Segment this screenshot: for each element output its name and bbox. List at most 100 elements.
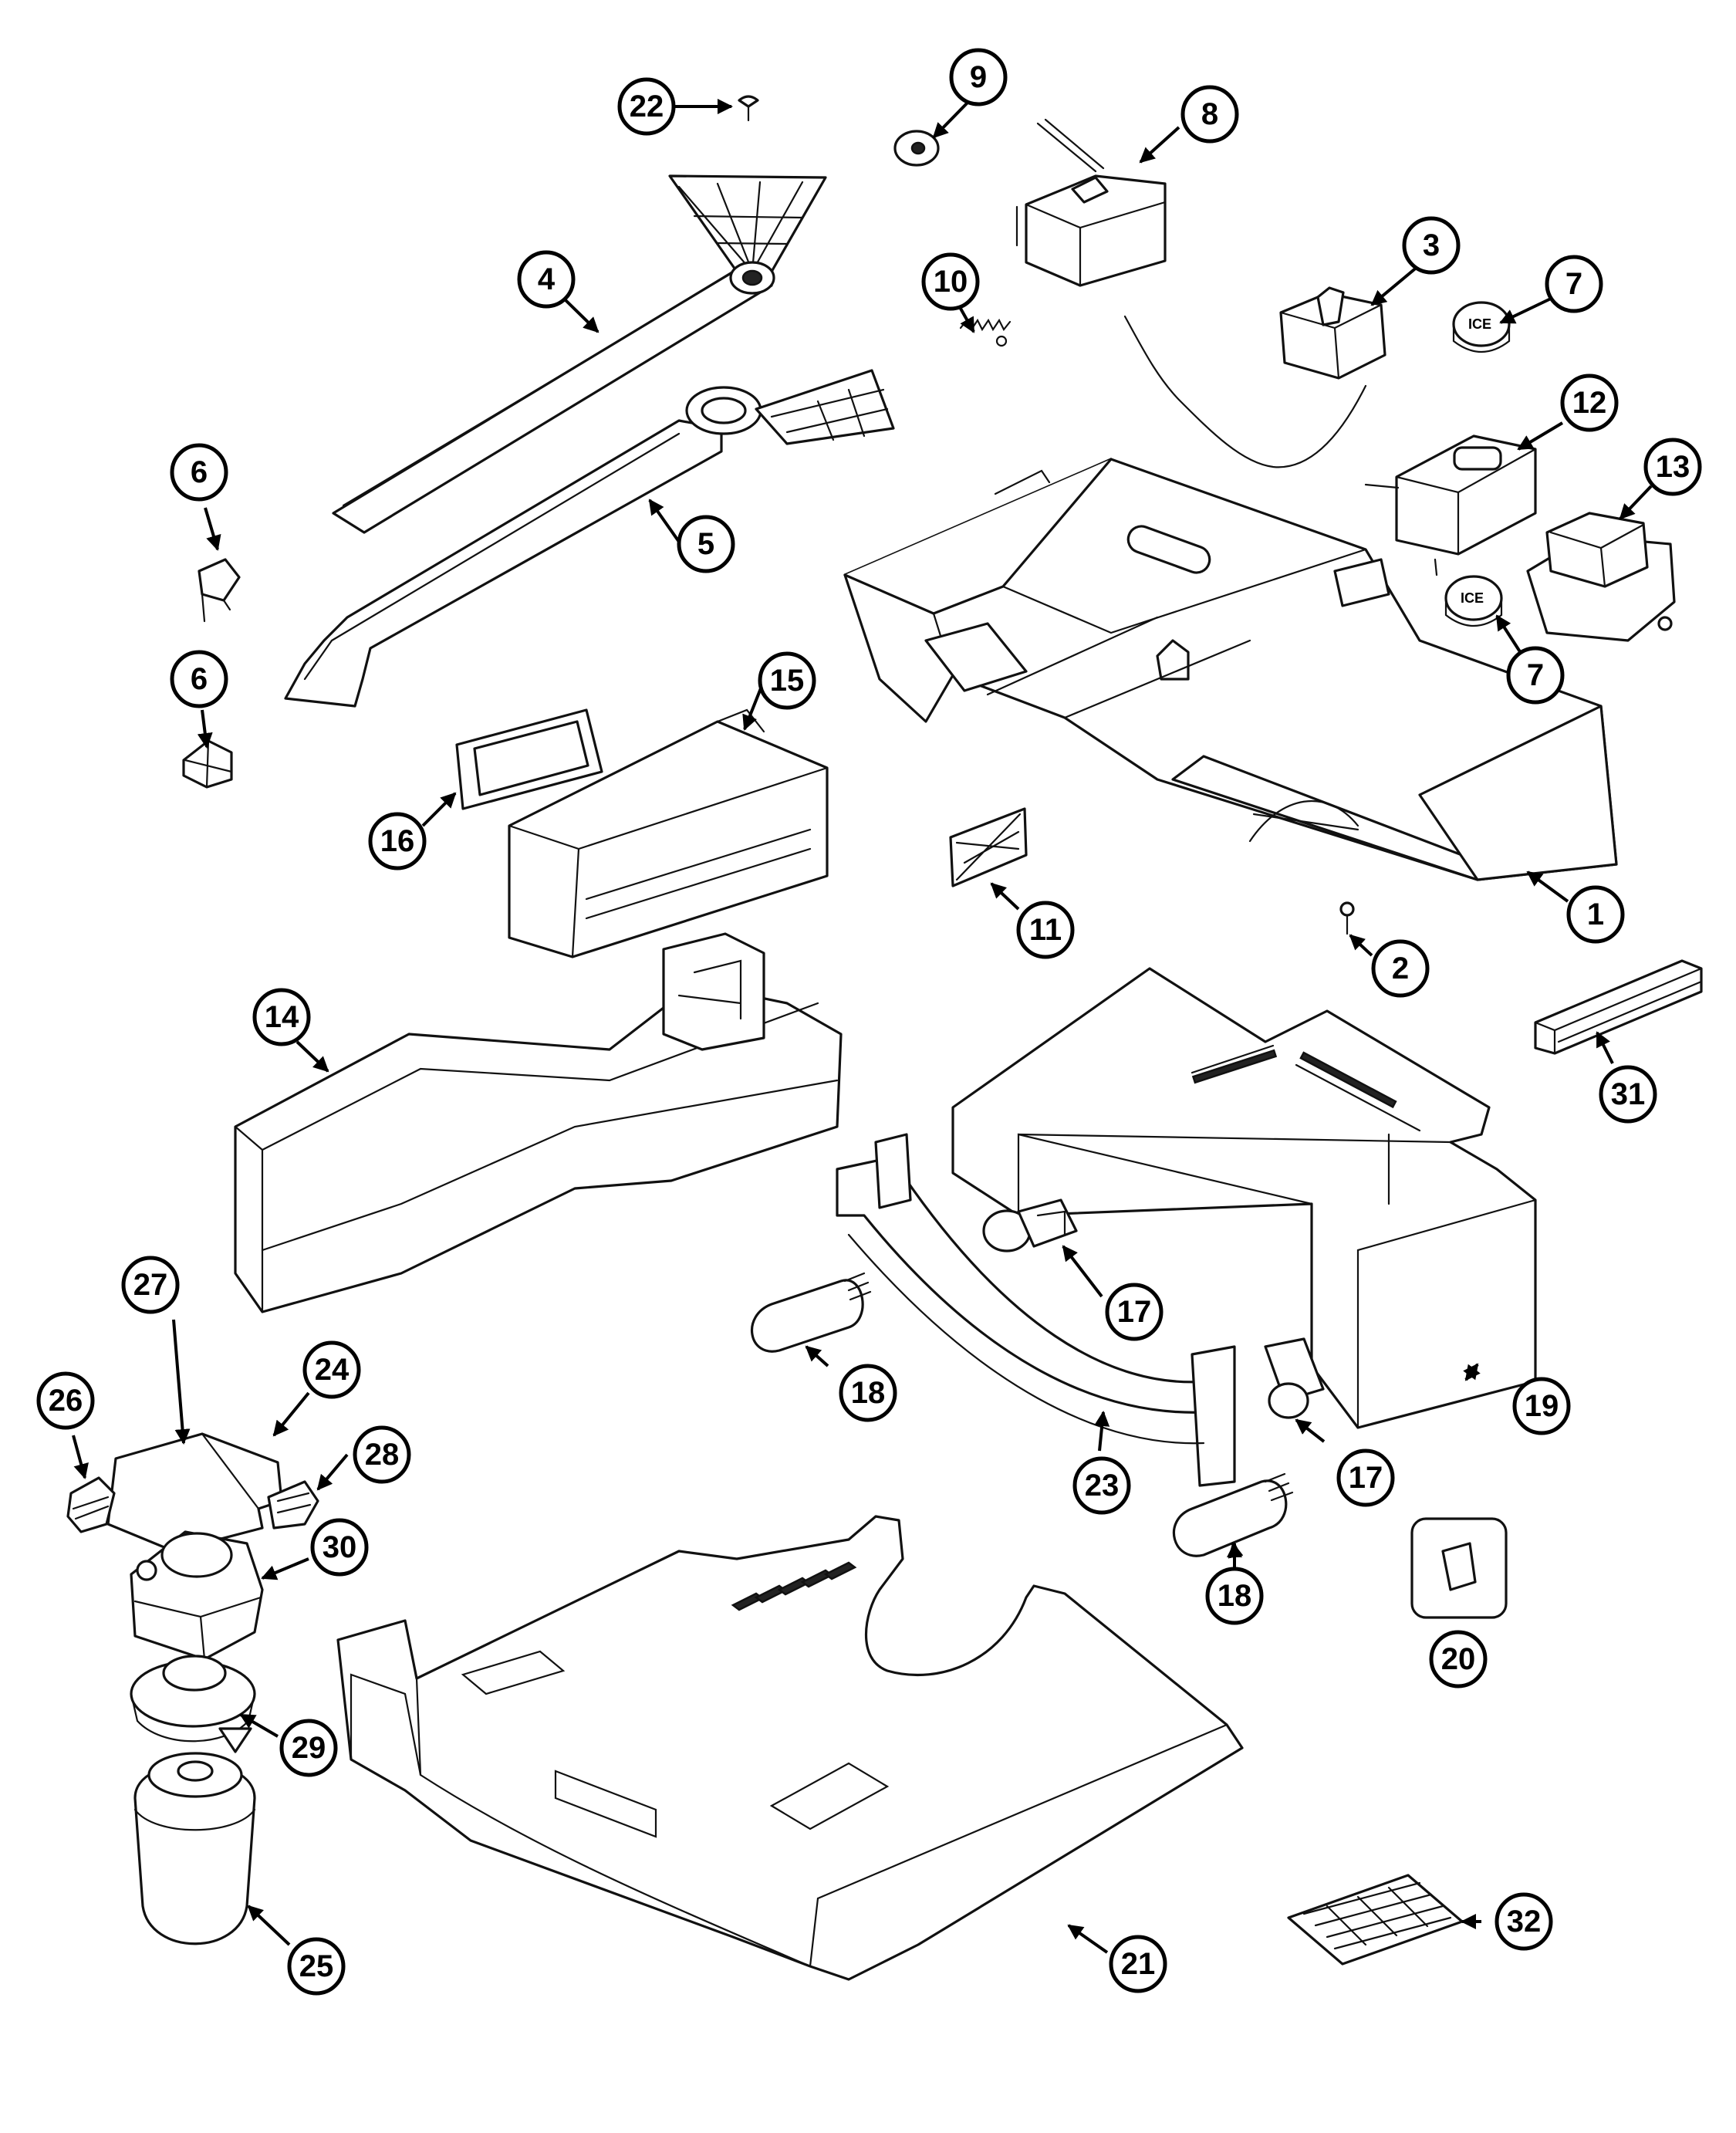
- svg-text:22: 22: [630, 90, 664, 123]
- callout-8: 8: [1180, 85, 1239, 144]
- svg-text:18: 18: [851, 1376, 886, 1410]
- part-31-trim-strip: [1534, 959, 1703, 1055]
- callout-6b: 6: [170, 650, 228, 708]
- callout-14: 14: [252, 988, 311, 1046]
- callout-1: 1: [1566, 885, 1625, 944]
- callout-17a: 17: [1105, 1283, 1164, 1341]
- part-24-bracket: [106, 1432, 283, 1553]
- callout-9: 9: [949, 48, 1008, 106]
- part-14-chute: [234, 932, 843, 1313]
- callout-23: 23: [1072, 1456, 1131, 1515]
- svg-text:16: 16: [380, 824, 415, 858]
- callout-2: 2: [1371, 939, 1430, 998]
- part-20-switch: [1410, 1517, 1508, 1619]
- svg-text:14: 14: [265, 1000, 299, 1034]
- callout-7a: 7: [1545, 255, 1603, 313]
- svg-text:2: 2: [1392, 952, 1409, 985]
- part-15-duct: [508, 708, 829, 958]
- callout-11: 11: [1016, 901, 1075, 959]
- callout-22: 22: [617, 77, 676, 136]
- part-26-fitting: [66, 1476, 116, 1533]
- callout-6a: 6: [170, 443, 228, 502]
- svg-text:ICE: ICE: [1468, 316, 1491, 332]
- svg-text:27: 27: [133, 1268, 168, 1302]
- part-3-control-thermostat: [1123, 286, 1386, 468]
- svg-text:6: 6: [191, 455, 208, 489]
- svg-text:ICE: ICE: [1461, 590, 1484, 606]
- svg-text:15: 15: [770, 664, 805, 698]
- svg-text:12: 12: [1572, 386, 1607, 420]
- part-25-filter-canister: [133, 1752, 256, 1945]
- part-16-frame: [455, 708, 603, 810]
- part-5-lever-arm: [284, 369, 895, 708]
- callout-7b: 7: [1506, 646, 1565, 705]
- svg-text:7: 7: [1527, 658, 1544, 692]
- callout-18a: 18: [839, 1364, 897, 1422]
- part-32-drip-grille: [1287, 1874, 1464, 1966]
- part-11-filter: [949, 807, 1028, 887]
- part-17-lamp-socket-a: [982, 1198, 1078, 1252]
- part-21-base-tray: [336, 1515, 1244, 1981]
- callout-25: 25: [287, 1937, 346, 1996]
- callout-28: 28: [353, 1425, 411, 1484]
- svg-text:10: 10: [934, 265, 968, 299]
- callout-18b: 18: [1205, 1567, 1264, 1625]
- svg-text:31: 31: [1611, 1077, 1646, 1111]
- callout-24: 24: [302, 1340, 361, 1399]
- part-1-dispenser-housing: [843, 458, 1618, 881]
- svg-text:19: 19: [1525, 1389, 1559, 1423]
- part-17-lamp-socket-b: [1264, 1337, 1325, 1419]
- svg-text:8: 8: [1201, 97, 1218, 131]
- svg-text:1: 1: [1587, 897, 1604, 931]
- svg-text:17: 17: [1117, 1295, 1152, 1329]
- svg-text:7: 7: [1565, 267, 1582, 301]
- callout-12: 12: [1560, 374, 1619, 432]
- part-29-filter-cap: [130, 1655, 256, 1753]
- callout-17b: 17: [1336, 1448, 1395, 1507]
- svg-text:17: 17: [1349, 1461, 1383, 1495]
- svg-text:4: 4: [538, 262, 556, 296]
- part-13-motor: [1526, 512, 1676, 642]
- callout-5: 5: [677, 515, 735, 573]
- svg-text:3: 3: [1423, 228, 1440, 262]
- svg-text:26: 26: [49, 1384, 83, 1418]
- svg-text:29: 29: [292, 1731, 326, 1765]
- part-18-bulb-a: [750, 1272, 872, 1353]
- callout-31: 31: [1599, 1065, 1657, 1124]
- part-23-trim-frame: [836, 1133, 1236, 1487]
- svg-text:30: 30: [323, 1530, 357, 1564]
- part-30-filter-head: [130, 1530, 264, 1661]
- part-19-front-housing: [951, 967, 1537, 1429]
- callout-29: 29: [279, 1719, 338, 1777]
- svg-text:23: 23: [1085, 1469, 1120, 1503]
- svg-text:32: 32: [1507, 1905, 1542, 1939]
- callout-30: 30: [310, 1518, 369, 1577]
- svg-text:11: 11: [1029, 913, 1062, 947]
- callout-4: 4: [517, 250, 576, 309]
- part-9-grommet: [893, 130, 940, 167]
- part-6-clip-b: [182, 739, 233, 789]
- svg-text:18: 18: [1218, 1579, 1252, 1613]
- part-7-knob-a: ICE: [1452, 301, 1511, 353]
- part-6-clip-a: [198, 558, 241, 623]
- svg-text:9: 9: [970, 60, 987, 94]
- svg-text:28: 28: [365, 1438, 400, 1472]
- part-8-relay-box: [1015, 118, 1167, 287]
- part-7-knob-b: ICE: [1444, 575, 1503, 627]
- svg-text:21: 21: [1121, 1947, 1156, 1981]
- svg-text:25: 25: [299, 1949, 334, 1983]
- callout-27: 27: [121, 1256, 180, 1314]
- callout-16: 16: [368, 812, 427, 870]
- callout-19: 19: [1512, 1377, 1571, 1435]
- callout-32: 32: [1495, 1892, 1553, 1951]
- callout-21: 21: [1109, 1935, 1167, 1993]
- svg-text:13: 13: [1656, 450, 1690, 484]
- part-4-lever-arm: [332, 174, 827, 534]
- svg-text:24: 24: [315, 1353, 350, 1387]
- callout-26: 26: [36, 1371, 95, 1430]
- part-22-screw: [738, 95, 759, 122]
- part-2-screw: [1339, 901, 1355, 935]
- callout-13: 13: [1643, 438, 1702, 496]
- callout-10: 10: [921, 252, 980, 311]
- callout-3: 3: [1402, 216, 1461, 275]
